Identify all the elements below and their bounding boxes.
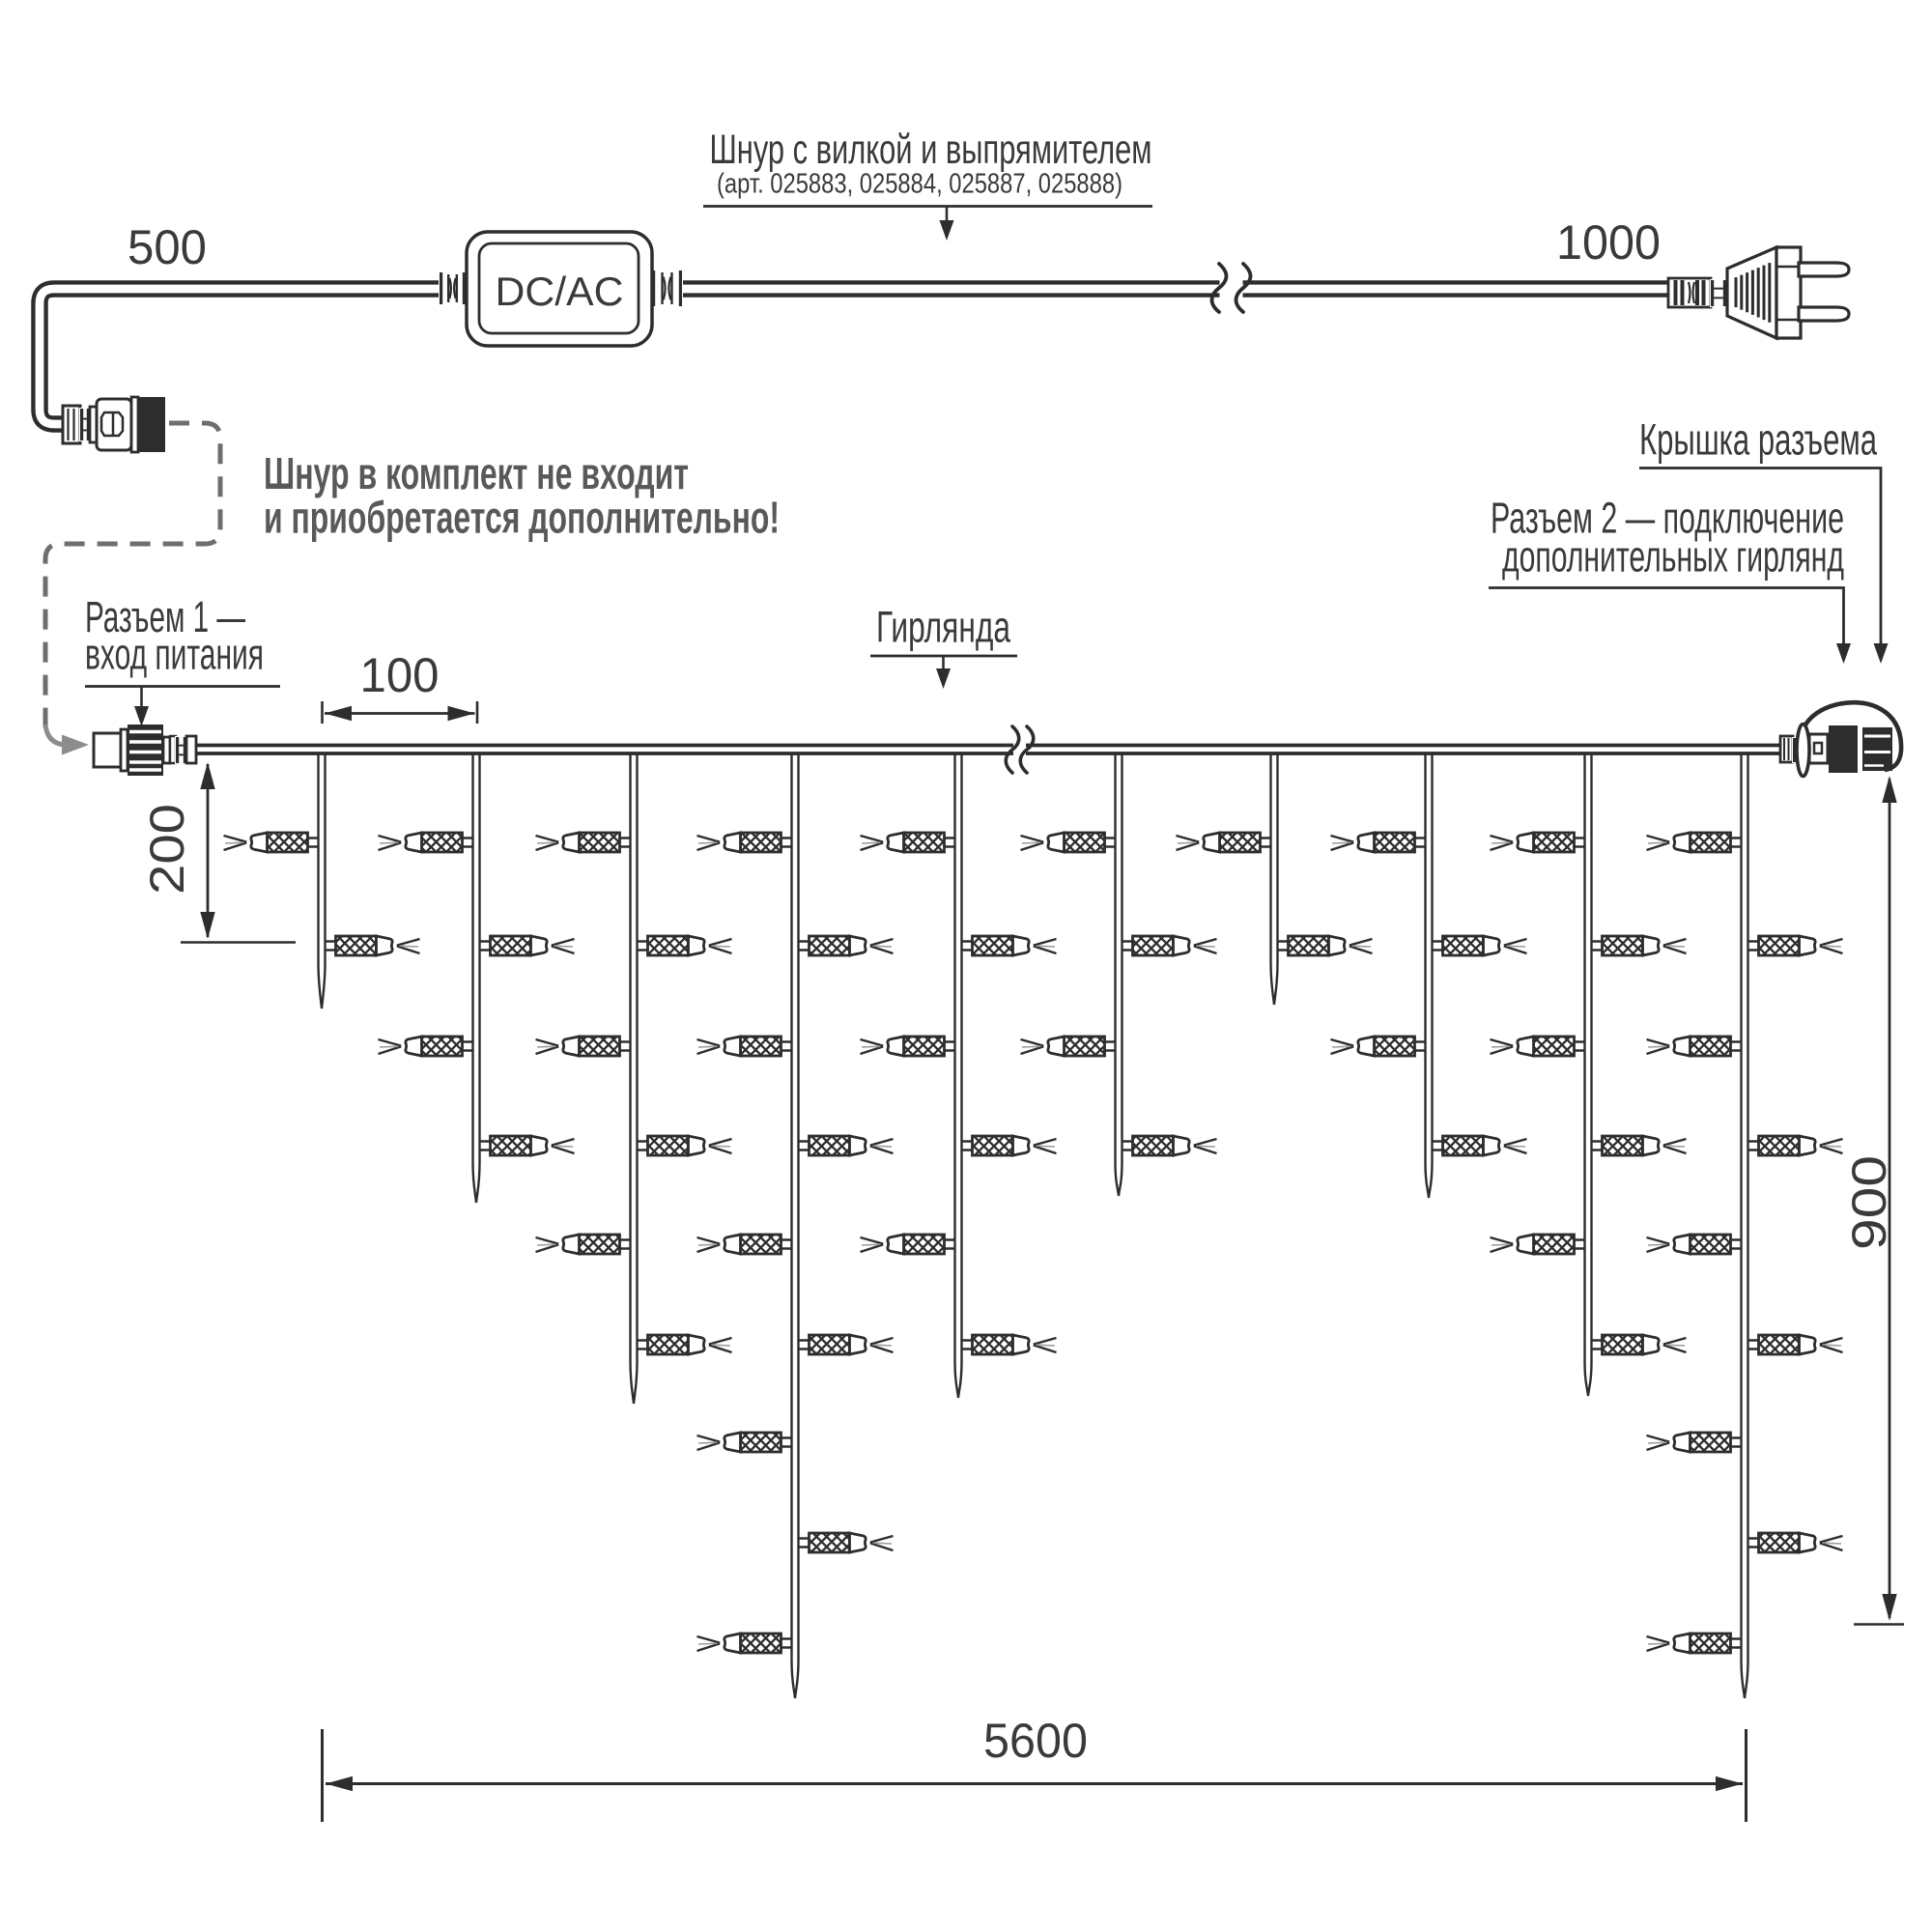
svg-text:вход питания: вход питания bbox=[85, 630, 264, 679]
svg-text:Шнур с вилкой и выпрямителем: Шнур с вилкой и выпрямителем bbox=[710, 127, 1152, 173]
svg-text:1000: 1000 bbox=[1556, 215, 1661, 270]
svg-text:Крышка разъема: Крышка разъема bbox=[1639, 415, 1878, 465]
svg-text:5600: 5600 bbox=[983, 1714, 1088, 1768]
svg-text:500: 500 bbox=[128, 220, 207, 274]
svg-text:(арт. 025883, 025884, 025887,: (арт. 025883, 025884, 025887, 025888) bbox=[717, 169, 1122, 200]
svg-text:Шнур в комплект не входит: Шнур в комплект не входит bbox=[264, 448, 689, 498]
svg-text:Разъем 1 —: Разъем 1 — bbox=[85, 592, 245, 641]
svg-text:и приобретается дополнительно!: и приобретается дополнительно! bbox=[264, 493, 780, 543]
svg-text:DC/AC: DC/AC bbox=[496, 269, 624, 314]
svg-text:900: 900 bbox=[1842, 1155, 1896, 1250]
svg-text:100: 100 bbox=[360, 648, 440, 702]
svg-text:Разъем 2 — подключение: Разъем 2 — подключение bbox=[1491, 494, 1844, 543]
svg-text:дополнительных гирлянд: дополнительных гирлянд bbox=[1502, 532, 1844, 582]
svg-text:Гирлянда: Гирлянда bbox=[876, 603, 1011, 652]
svg-text:200: 200 bbox=[140, 804, 194, 895]
